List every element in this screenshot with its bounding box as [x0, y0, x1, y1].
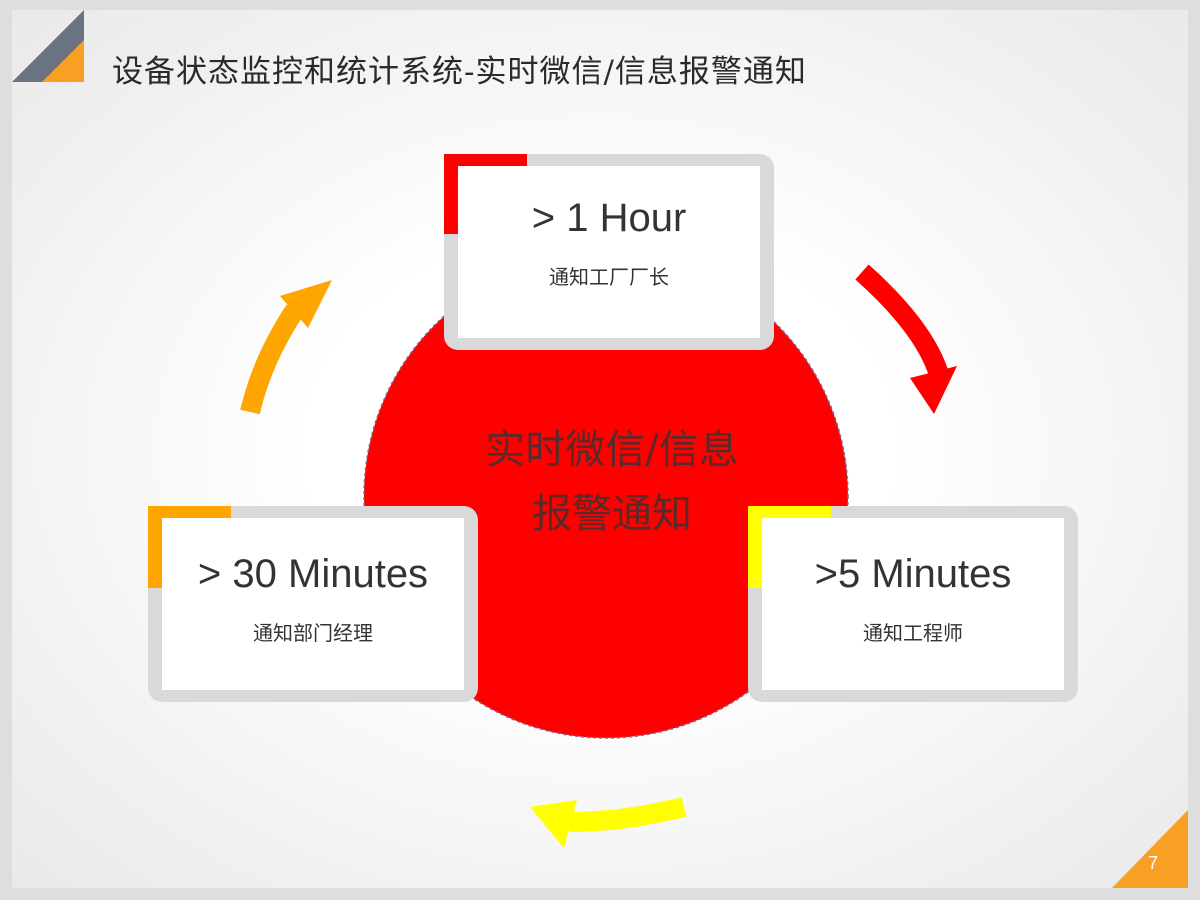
card-subtitle: 通知部门经理 — [253, 621, 373, 645]
card-accent-red — [444, 154, 527, 166]
card-heading: >5 Minutes — [814, 552, 1012, 596]
arrow-red-body — [855, 264, 950, 381]
card-thirty-minutes: > 30 Minutes 通知部门经理 — [148, 506, 478, 702]
card-accent-yellow-vertical — [748, 506, 762, 588]
center-circle — [363, 253, 849, 739]
card-accent-orange-vertical — [148, 506, 162, 588]
card-one-hour-body: > 1 Hour 通知工厂厂长 — [458, 166, 760, 338]
center-label-line2: 报警通知 — [532, 491, 692, 537]
page-number: 7 — [1147, 853, 1158, 873]
card-thirty-minutes-body: > 30 Minutes 通知部门经理 — [162, 518, 464, 690]
card-accent-red-vertical — [444, 154, 458, 234]
center-label: 实时微信/信息 报警通知 — [392, 418, 832, 546]
arrow-orange-body — [240, 304, 304, 415]
card-accent-yellow — [748, 506, 831, 518]
arrow-yellow-body — [569, 797, 687, 832]
card-subtitle: 通知工程师 — [863, 621, 963, 645]
arrow-orange-head — [280, 280, 332, 328]
page-corner-triangle — [1112, 810, 1188, 888]
card-subtitle: 通知工厂厂长 — [549, 265, 669, 289]
corner-orange-triangle — [42, 40, 84, 82]
arrow-yellow-head — [530, 800, 577, 848]
slide-graphics — [12, 10, 1188, 888]
card-heading: > 30 Minutes — [197, 552, 429, 596]
card-accent-orange — [148, 506, 231, 518]
center-label-line1: 实时微信/信息 — [485, 427, 739, 473]
arrow-red-head — [910, 366, 957, 414]
slide: 设备状态监控和统计系统-实时微信/信息报警通知 实时微信/信息 报警通知 > 1… — [12, 10, 1188, 888]
card-one-hour: > 1 Hour 通知工厂厂长 — [444, 154, 774, 350]
card-five-minutes: >5 Minutes 通知工程师 — [748, 506, 1078, 702]
slide-title: 设备状态监控和统计系统-实时微信/信息报警通知 — [112, 54, 807, 90]
card-heading: > 1 Hour — [531, 196, 687, 240]
card-five-minutes-body: >5 Minutes 通知工程师 — [762, 518, 1064, 690]
